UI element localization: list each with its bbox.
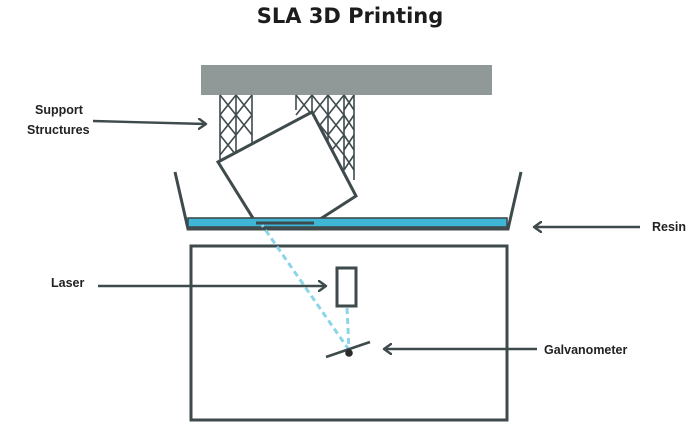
printed-part [215,109,358,225]
printer-base [189,244,509,422]
label-resin: Resin [652,220,686,234]
support-arrow [92,121,206,124]
label-laser: Laser [51,276,84,290]
diagram-title: SLA 3D Printing [256,4,444,28]
laser-beam-to-resin [260,224,351,351]
build-plate [201,65,492,95]
resin-layer [187,217,508,228]
label-support-line1: Support [35,103,84,117]
laser-source [335,266,358,308]
galvanometer-pivot [345,349,353,357]
label-galvanometer: Galvanometer [544,343,628,357]
label-support-line2: Structures [27,123,90,137]
resin-vat [173,171,523,231]
laser-beam-to-mirror [345,307,351,351]
